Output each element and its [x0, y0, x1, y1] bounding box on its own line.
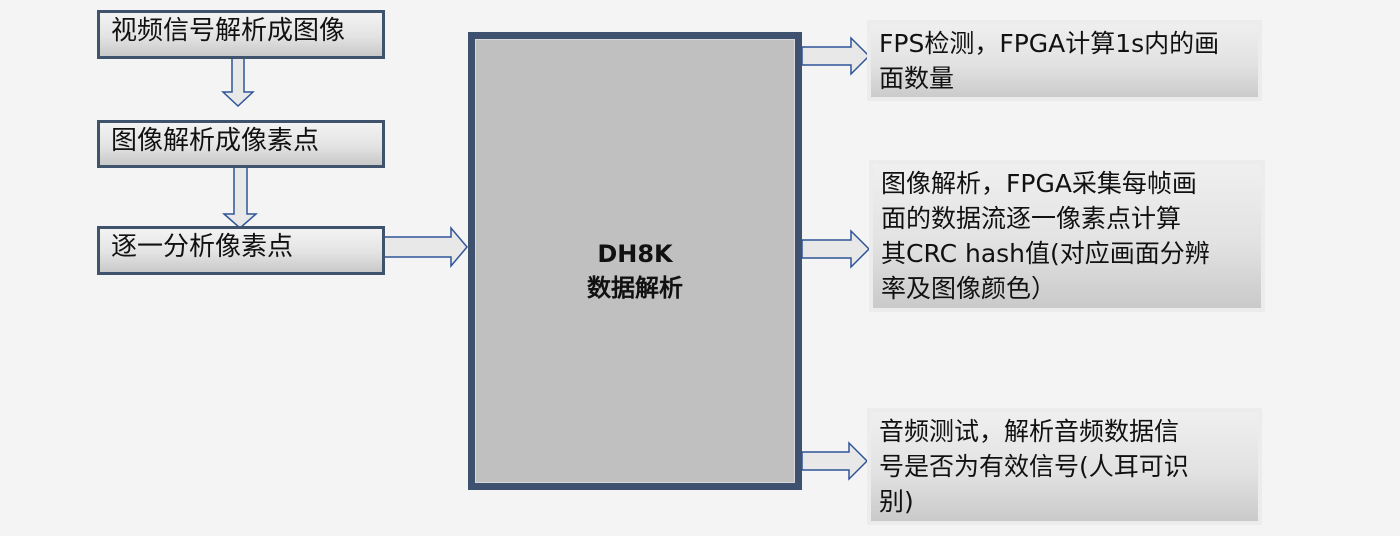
- down-arrow-1: [221, 56, 255, 108]
- output-line: 面的数据流逐一像素点计算: [881, 204, 1182, 233]
- core-block-subtitle: 数据解析: [587, 274, 683, 302]
- down-arrow-2: [222, 165, 258, 229]
- core-block-title: DH8K: [597, 240, 673, 268]
- right-arrow-to-output-2: [801, 229, 871, 269]
- right-arrow-to-output-3: [801, 441, 869, 481]
- flow-step-label: 视频信号解析成图像: [111, 16, 346, 46]
- flow-step-image-to-pixels: 图像解析成像素点: [97, 120, 385, 168]
- core-block-dh8k: DH8K 数据解析: [468, 32, 802, 490]
- output-audio-test: 音频测试，解析音频数据信 号是否为有效信号(人耳可识 别): [867, 408, 1262, 525]
- output-line: 音频测试，解析音频数据信: [879, 417, 1180, 446]
- flow-step-label: 逐一分析像素点: [111, 232, 294, 262]
- output-line: 率及图像颜色）: [881, 274, 1057, 303]
- right-arrow-to-core: [382, 225, 468, 269]
- right-arrow-to-output-1: [801, 36, 871, 76]
- flow-step-video-to-image: 视频信号解析成图像: [97, 10, 385, 59]
- output-line: 号是否为有效信号(人耳可识: [879, 452, 1189, 481]
- output-image-analysis: 图像解析，FPGA采集每帧画 面的数据流逐一像素点计算 其CRC hash值(对…: [869, 160, 1265, 312]
- output-line: 其CRC hash值(对应画面分辨: [881, 239, 1210, 268]
- output-fps-detection: FPS检测，FPGA计算1s内的画 面数量: [867, 20, 1262, 101]
- output-line: 别): [879, 487, 914, 516]
- flow-step-label: 图像解析成像素点: [111, 126, 320, 156]
- flow-step-analyze-pixels: 逐一分析像素点: [97, 226, 385, 275]
- output-line: FPS检测，FPGA计算1s内的画: [879, 29, 1220, 58]
- output-line: 图像解析，FPGA采集每帧画: [881, 169, 1197, 198]
- output-line: 面数量: [879, 64, 955, 93]
